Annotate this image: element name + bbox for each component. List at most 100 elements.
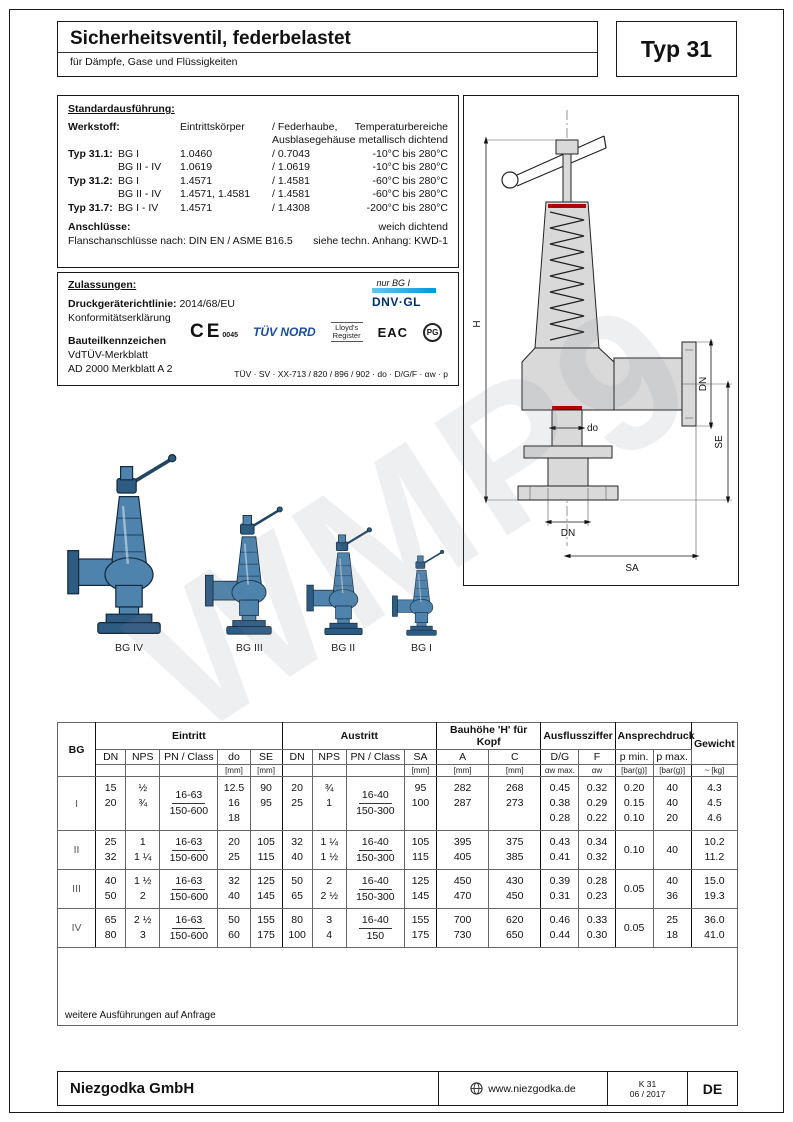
unit-mm: [mm] <box>436 764 490 777</box>
temp-range: -10°C bis 280°C <box>372 161 448 173</box>
vdtuev-merkblatt: VdTÜV-Merkblatt <box>68 349 148 361</box>
bg-label: BG I <box>118 147 140 160</box>
bg-group-cell: III <box>56 869 97 909</box>
page-subtitle: für Dämpfe, Gase und Flüssigkeiten <box>70 56 238 68</box>
temp-range: -10°C bis 280°C <box>372 147 448 160</box>
valve-label: BG I <box>410 642 432 654</box>
valve-label: BG IV <box>114 642 143 654</box>
werkstoff-label: Werkstoff: <box>68 120 120 133</box>
unit-mm: [mm] <box>249 764 283 777</box>
header-bauhoehe: Bauhöhe 'H' für Kopf <box>436 722 542 750</box>
konformitaet: Konformitätserklärung <box>68 312 171 324</box>
header-bg: BG <box>56 722 97 777</box>
website-link[interactable]: www.niezgodka.de <box>488 1082 576 1095</box>
unit-bar: [bar(g)] <box>652 764 692 777</box>
bg-label: BG II - IV <box>118 188 162 200</box>
zulassungen-box: Zulassungen: nur BG I DNV·GL Druckgeräte… <box>57 272 459 386</box>
col-federhaube: / Federhaube, <box>272 120 338 133</box>
material-2: / 1.4581 <box>272 188 310 200</box>
col-ausblasegehaeuse: Ausblasegehäuse <box>272 134 356 146</box>
spring-plate-red <box>548 204 586 208</box>
subheader-a: A <box>436 749 490 765</box>
typ-label <box>68 188 118 202</box>
typ-label <box>68 161 118 175</box>
bg-group-cell: II <box>56 830 97 870</box>
lloyds-register-logo: Lloyd's Register <box>330 322 363 342</box>
header-gewicht: Gewicht <box>690 722 739 765</box>
page-footer: Niezgodka GmbH www.niezgodka.de K 31 06 … <box>57 1071 738 1106</box>
pg-mark-icon: PG <box>423 322 443 342</box>
subheader-nps: NPS <box>125 749 161 765</box>
valve-photo-bg1 <box>391 549 445 637</box>
subheader-pn: PN / Class <box>159 749 219 765</box>
dim-h-label: H <box>472 320 483 327</box>
temp-range: -200°C bis 280°C <box>366 201 448 214</box>
subheader-se: SE <box>249 749 283 765</box>
material-2: / 1.4308 <box>272 201 310 214</box>
unit-mm: [mm] <box>403 764 438 777</box>
bg-group-cell: I <box>56 776 97 831</box>
material-1: 1.4571 <box>180 174 213 187</box>
valve-size-gallery: BG IV BG III BG II BG I <box>57 404 459 654</box>
valve-photo-bg3 <box>204 505 284 636</box>
data-cell-p_min: 0.05 <box>614 908 654 948</box>
subheader-dn: DN <box>281 749 313 765</box>
dimension-table: BG Eintritt Austritt Bauhöhe 'H' für Kop… <box>56 722 739 1026</box>
subheader-f: F <box>578 749 616 765</box>
dnv-gl-logo: DNV·GL <box>372 288 436 309</box>
material-2: / 0.7043 <box>272 147 310 160</box>
subheader-do: do <box>217 749 251 765</box>
title-box: Sicherheitsventil, federbelastet für Däm… <box>57 21 598 77</box>
bg-group-cell: IV <box>56 908 97 948</box>
nur-bg-note: nur BG I <box>376 278 410 288</box>
unit-aw-max: αw max. <box>540 764 580 777</box>
spec-heading: Standardausführung: <box>68 103 175 115</box>
material-2: / 1.4581 <box>272 174 310 187</box>
werkstoff-table: Werkstoff: Eintrittskörper / Federhaube,… <box>68 121 448 216</box>
bg-label: BG I - IV <box>118 201 159 214</box>
richtlinie-value: 2014/68/EU <box>179 298 235 310</box>
valve-photo-bg2 <box>305 526 373 636</box>
certification-logos: CE0045 TÜV NORD Lloyd's Register EAC PG <box>190 321 443 343</box>
tuev-sv-code: TÜV · SV · XX-713 / 820 / 896 / 902 · do… <box>234 369 448 379</box>
bg-label: BG II - IV <box>118 161 162 173</box>
outlet-pipe <box>613 357 683 411</box>
company-name: Niezgodka GmbH <box>70 1080 195 1097</box>
type-badge: Typ 31 <box>616 21 737 77</box>
subheader-pmax: p max. <box>652 749 692 765</box>
language-badge: DE <box>687 1072 737 1105</box>
technical-drawing-box: H do DN SE DN SA <box>463 95 739 586</box>
